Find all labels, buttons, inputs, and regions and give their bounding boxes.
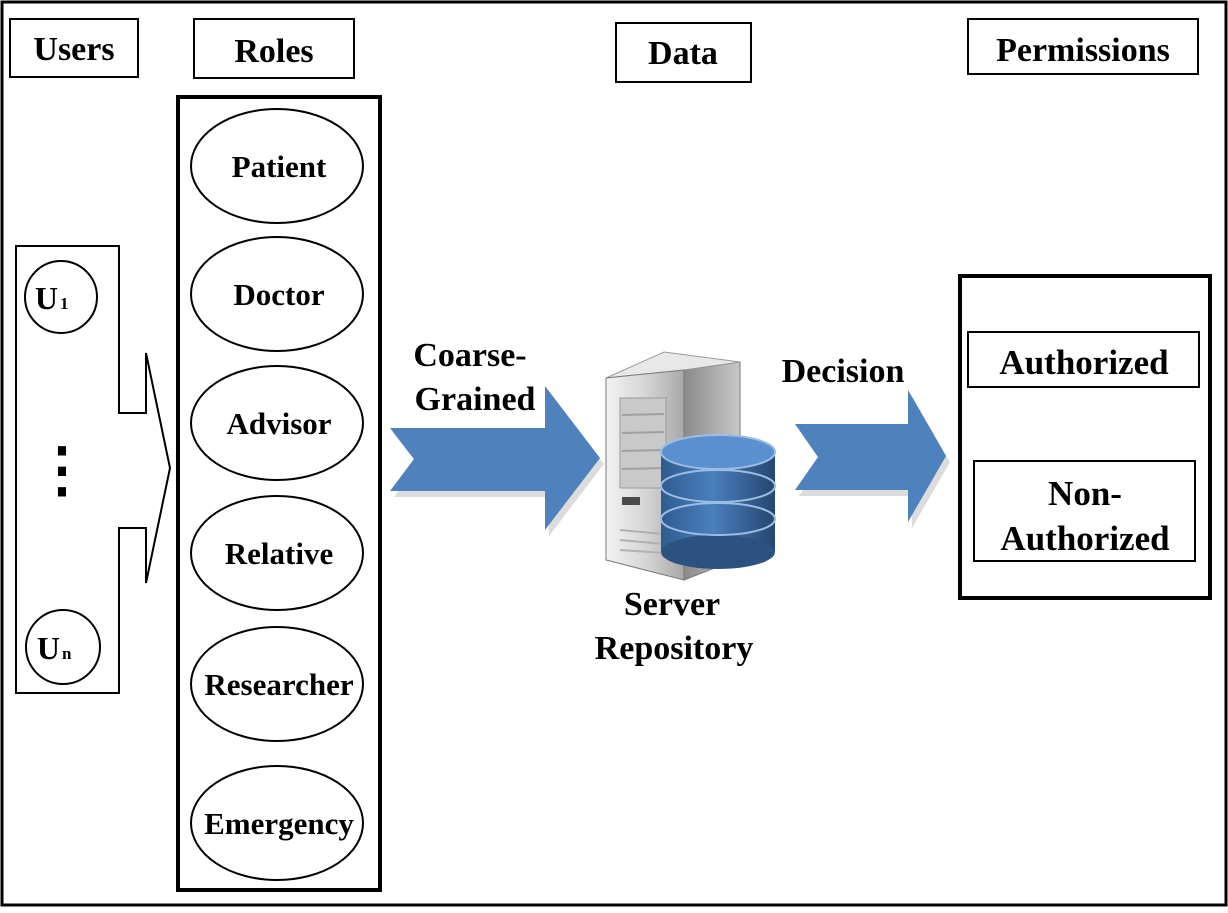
role-ellipse	[190, 236, 364, 352]
user-first-letter: U	[35, 280, 58, 316]
role-label: Doctor	[233, 277, 324, 312]
role-ellipse	[190, 108, 364, 224]
permission-non-authorized: Non- Authorized	[973, 460, 1196, 562]
role-emergency: Emergency	[190, 765, 364, 881]
decision-label: Decision	[782, 353, 905, 390]
header-users: Users	[9, 18, 139, 78]
header-roles-label: Roles	[234, 33, 313, 70]
permission-authorized-label: Authorized	[999, 343, 1169, 382]
server-label-line1: Server	[624, 586, 720, 623]
header-data: Data	[615, 22, 752, 83]
coarse-grained-arrow	[390, 386, 600, 530]
server-repository-icon	[605, 351, 776, 581]
header-permissions: Permissions	[967, 18, 1199, 75]
role-advisor: Advisor	[190, 365, 364, 481]
role-ellipse	[190, 765, 364, 881]
user-node-first: U 1	[24, 260, 98, 334]
role-label: Emergency	[204, 806, 354, 841]
role-ellipse	[190, 365, 364, 481]
user-last-letter: U	[37, 630, 60, 666]
header-roles: Roles	[193, 18, 355, 79]
permission-non-label-line2: Authorized	[1000, 519, 1170, 558]
roles-list: PatientDoctorAdvisorRelativeResearcherEm…	[190, 108, 364, 881]
users-group-arrow	[15, 245, 172, 694]
user-last-subscript: n	[62, 644, 72, 663]
user-first-subscript: 1	[60, 294, 69, 313]
header-users-label: Users	[33, 31, 114, 68]
permission-authorized: Authorized	[967, 331, 1200, 388]
user-node-last: U n	[25, 609, 101, 685]
roles-container	[176, 95, 382, 892]
coarse-label-line1: Coarse-	[413, 337, 526, 374]
role-patient: Patient	[190, 108, 364, 224]
users-ellipsis: ⋮	[32, 437, 92, 503]
role-ellipse	[190, 626, 364, 742]
coarse-label-line2: Grained	[415, 381, 536, 418]
role-label: Researcher	[204, 667, 353, 702]
server-label-line2: Repository	[595, 630, 754, 667]
header-data-label: Data	[648, 35, 718, 72]
role-ellipse	[190, 495, 364, 611]
decision-arrow	[795, 390, 946, 522]
role-label: Relative	[225, 536, 333, 571]
permission-non-label-line1: Non-	[1048, 474, 1122, 513]
role-label: Patient	[232, 149, 327, 184]
role-researcher: Researcher	[190, 626, 364, 742]
role-doctor: Doctor	[190, 236, 364, 352]
role-relative: Relative	[190, 495, 364, 611]
role-label: Advisor	[226, 406, 331, 441]
header-permissions-label: Permissions	[996, 32, 1170, 69]
